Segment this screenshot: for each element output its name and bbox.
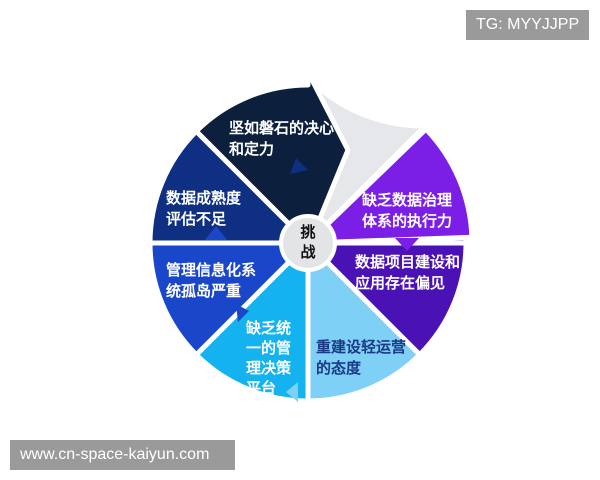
label-line: 和定力 bbox=[229, 140, 275, 158]
notch-arrow bbox=[286, 382, 298, 402]
label-line: 的态度 bbox=[316, 359, 362, 377]
watermark-bottom: www.cn-space-kaiyun.com bbox=[10, 440, 235, 470]
label-line: 重建设轻运营 bbox=[316, 338, 407, 356]
center-line: 战 bbox=[300, 243, 316, 261]
segment-label-governance: 缺乏数据治理 体系的执行力 bbox=[362, 190, 452, 232]
label-line: 理决策 bbox=[246, 359, 292, 377]
segment-bias bbox=[301, 240, 469, 359]
notch-arrow bbox=[395, 238, 419, 251]
label-line: 数据成熟度 bbox=[166, 189, 242, 207]
label-line: 缺乏数据治理 bbox=[362, 191, 453, 209]
label-line: 平台 bbox=[246, 379, 277, 397]
segment-label-platform: 缺乏统 一的管 理决策 平台 bbox=[246, 318, 291, 398]
segment-maturity bbox=[147, 127, 315, 246]
label-line: 应用存在偏见 bbox=[355, 274, 446, 292]
label-line: 数据项目建设和 bbox=[355, 253, 461, 271]
notch-arrow bbox=[236, 304, 249, 322]
segment-silos bbox=[147, 240, 315, 359]
segment-governance-raised bbox=[301, 125, 475, 246]
notch-arrow bbox=[290, 158, 308, 174]
segment-label-determination: 坚如磐石的决心 和定力 bbox=[229, 118, 334, 160]
center-circle bbox=[279, 214, 337, 272]
segment-platform bbox=[192, 236, 311, 404]
notch-arrow bbox=[205, 226, 227, 240]
segment-label-operations: 重建设轻运营 的态度 bbox=[316, 337, 406, 379]
label-line: 管理信息化系 bbox=[166, 261, 257, 279]
label-line: 缺乏统 bbox=[246, 319, 292, 337]
outer-ring bbox=[308, 81, 423, 243]
segment-operations bbox=[305, 236, 424, 404]
center-line: 挑 bbox=[300, 223, 316, 241]
label-line: 一的管 bbox=[246, 339, 292, 357]
segment-determination bbox=[193, 69, 351, 246]
label-line: 体系的执行力 bbox=[362, 212, 453, 230]
segment-label-silos: 管理信息化系 统孤岛严重 bbox=[166, 260, 256, 302]
segment-label-bias: 数据项目建设和 应用存在偏见 bbox=[355, 252, 460, 294]
segment-label-maturity: 数据成熟度 评估不足 bbox=[166, 188, 241, 230]
label-line: 评估不足 bbox=[166, 210, 227, 228]
label-line: 坚如磐石的决心 bbox=[229, 119, 335, 137]
label-line: 统孤岛严重 bbox=[166, 282, 242, 300]
watermark-top: TG: MYYJJPP bbox=[466, 10, 590, 40]
center-label: 挑 战 bbox=[297, 222, 319, 262]
